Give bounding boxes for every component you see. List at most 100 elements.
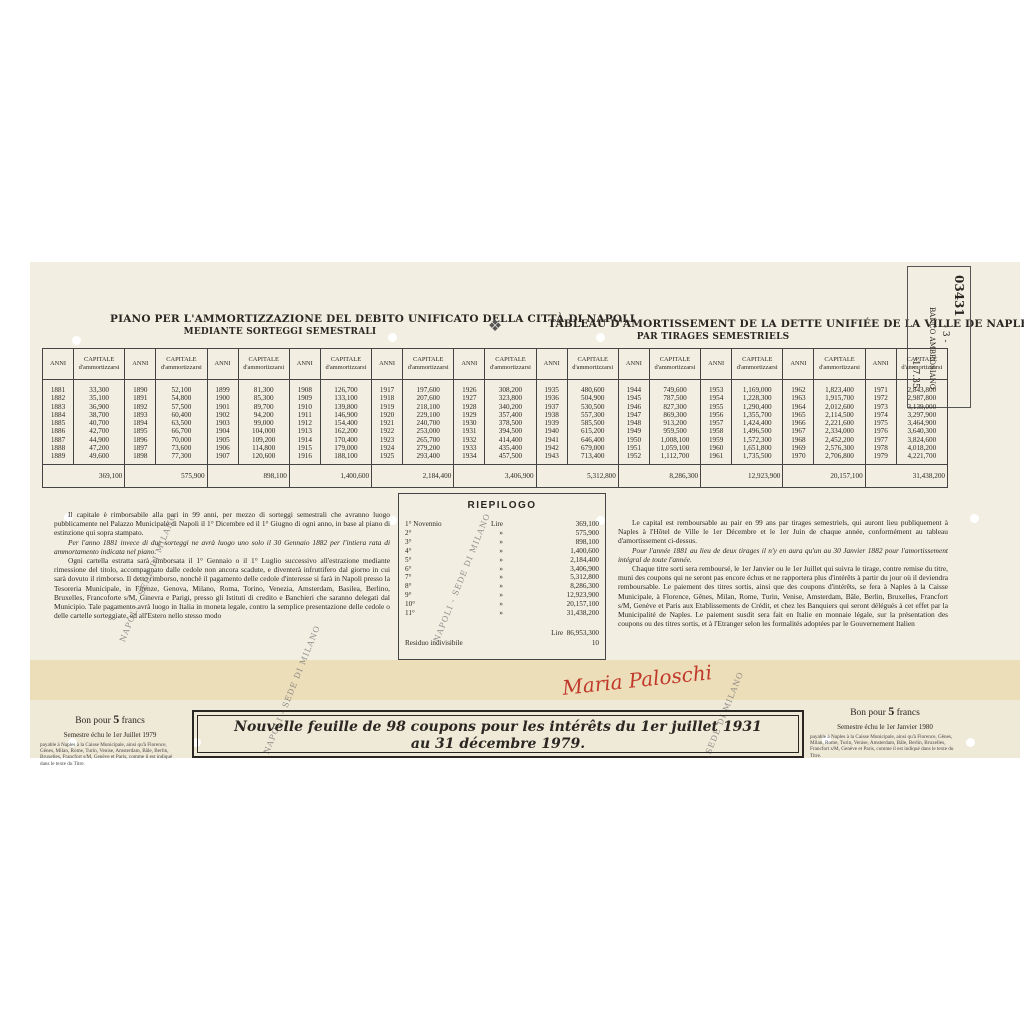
group-total: 369,100 [41,463,126,488]
column-header-anni: ANNI [453,348,486,380]
column-header-anni: ANNI [42,348,74,380]
punch-hole [966,738,975,747]
years-cell: 1935 1936 1937 1938 1939 1940 1941 1942 … [535,379,568,465]
riepilogo-cur: » [499,528,503,537]
column-header-capitale: CAPITALE d'ammortizzarsi [402,348,455,380]
riepilogo-row: 7°»5,312,800 [405,573,599,582]
riepilogo-row: 5°»2,184,400 [405,556,599,565]
group-total: 8,286,300 [617,463,702,488]
years-cell: 1881 1882 1883 1884 1885 1886 1887 1888 … [42,379,74,465]
coupon-date: Semestre échu le 1er Janvier 1980 [837,723,933,731]
riepilogo-cur: » [499,537,503,546]
coupon-date: Semestre échu le 1er Juillet 1979 [63,731,157,739]
riepilogo-row: 2°»575,900 [405,529,599,538]
capital-cell: 308,200 323,800 340,200 357,400 378,500 … [484,379,537,465]
column-header-capitale: CAPITALE d'ammortizzarsi [319,348,373,380]
column-header-capitale: CAPITALE d'ammortizzarsi [813,348,866,380]
riepilogo-label: 9° [405,591,412,600]
punch-hole [822,735,831,744]
group-total: 5,312,800 [535,463,619,488]
riepilogo-row: 8° » 8,286,300 [405,582,599,591]
column-header-anni: ANNI [782,348,815,380]
riepilogo-value: 898,100 [575,537,599,546]
stamp-number: 03431 [952,275,966,317]
capital-cell: 126,700 133,100 139,800 146,900 154,400 … [319,379,373,465]
column-header-capitale: CAPITALE d'ammortizzarsi [155,348,208,380]
riepilogo-label: 11° [405,609,415,618]
capital-cell: 480,600 504,900 530,500 557,300 585,500 … [566,379,619,465]
riepilogo-row: 11° » 31,438,200 [405,609,599,618]
paragraph: Pour l'année 1881 au lieu de deux tirage… [618,545,948,564]
coupon-left: Bon pour 5 francs Semestre échu le 1er J… [40,712,180,767]
coupon-text: payable à Naples à la Caisse Municipale,… [810,734,954,759]
punch-hole [388,333,397,342]
column-header-capitale: CAPITALE d'ammortizzarsi [72,348,126,380]
riepilogo-cur: » [499,609,503,618]
riepilogo-value: 31,438,200 [566,609,599,618]
group-total: 898,100 [206,463,290,488]
punch-hole [68,738,77,747]
column-header-anni: ANNI [864,348,897,380]
capital-cell: 1,823,400 1,915,700 2,012,600 2,114,500 … [813,379,866,465]
riepilogo-cur: » [499,555,503,564]
riepilogo-label: 8° [405,582,412,591]
column-header-anni: ANNI [700,348,733,380]
riepilogo-value: 8,286,300 [570,582,599,591]
group-total: 20,157,100 [782,463,866,488]
group-total: 575,900 [124,463,208,488]
group-total: 1,400,600 [288,463,373,488]
paragraph: Ogni cartella estratta sarà rimborsata i… [54,556,390,621]
capital-cell: 1,169,000 1,228,300 1,290,400 1,355,700 … [731,379,784,465]
paragraph-italian: Il capitale è rimborsabile alla pari in … [54,510,390,620]
punch-hole [596,333,605,342]
residuo-value: 10 [591,639,599,647]
years-cell: 1917 1918 1919 1920 1921 1922 1923 1924 … [371,379,404,465]
residuo-label: Residuo indivisibile [405,639,463,647]
banner-line: au 31 décembre 1979. [410,736,586,752]
total-value: 86,953,300 [566,629,599,637]
years-cell: 1926 1927 1928 1929 1930 1931 1932 1933 … [453,379,486,465]
years-cell: 1953 1954 1955 1956 1957 1958 1959 1960 … [700,379,733,465]
riepilogo-cur: » [499,564,503,573]
subtitle-italian: MEDIANTE SORTEGGI SEMESTRALI [183,327,377,337]
riepilogo-residuo: Residuo indivisibile 10 [405,638,599,648]
riepilogo-value: 369,100 [575,520,599,528]
riepilogo-value: 1,400,600 [570,546,599,555]
capital-cell: 749,600 787,500 827,300 869,300 913,200 … [648,379,702,465]
riepilogo-cur: » [499,591,503,600]
punch-hole [388,516,397,525]
capital-cell: 197,600 207,600 218,100 229,100 240,700 … [402,379,455,465]
punch-hole [970,514,979,523]
riepilogo-label: 6° [405,564,412,573]
years-cell: 1971 1972 1973 1974 1975 1976 1977 1978 … [864,379,897,465]
column-header-anni: ANNI [288,348,321,380]
column-header-anni: ANNI [371,348,404,380]
riepilogo-value: 3,406,900 [570,564,599,573]
riepilogo-cur: » [499,582,503,591]
subtitle-french: PAR TIRAGES SEMESTRIELS [636,332,790,342]
punch-hole [72,336,81,345]
riepilogo-cur: » [499,546,503,555]
stamp-line: - 3 - [940,325,950,343]
tape-stain [30,660,1020,704]
riepilogo-value: 575,900 [575,528,599,537]
column-header-capitale: CAPITALE d'ammortizzarsi [566,348,619,380]
years-cell: 1944 1945 1946 1947 1948 1949 1950 1951 … [617,379,650,465]
title-french: TABLEAU D'AMORTISSEMENT DE LA DETTE UNIF… [548,318,1024,342]
riepilogo-row: 10°»20,157,100 [405,600,599,609]
group-total: 2,184,400 [371,463,455,488]
punch-hole [596,516,605,525]
banner-line: Nouvelle feuille de 98 coupons pour les … [234,719,762,735]
group-total: 12,923,900 [700,463,784,488]
riepilogo-row: 6° » 3,406,900 [405,565,599,574]
capital-cell: 2,843,800 2,987,800 3,139,000 3,297,900 … [895,379,949,465]
column-header-anni: ANNI [124,348,157,380]
riepilogo-total: Lire 86,953,300 [405,628,599,638]
paragraph: Le capital est remboursable au pair en 9… [618,518,948,546]
years-cell: 1890 1891 1892 1893 1894 1895 1896 1897 … [124,379,157,465]
